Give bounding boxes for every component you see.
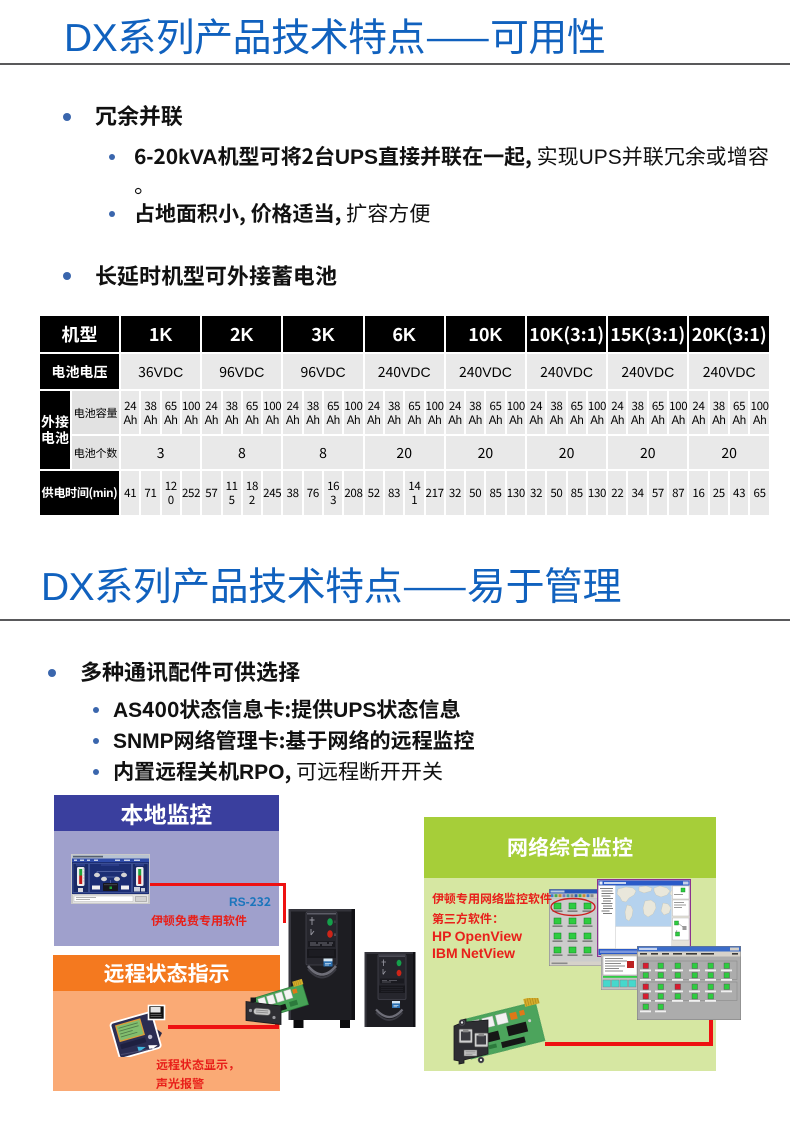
svg-text:0: 0 (334, 933, 336, 938)
svg-text:I: I (335, 920, 336, 925)
